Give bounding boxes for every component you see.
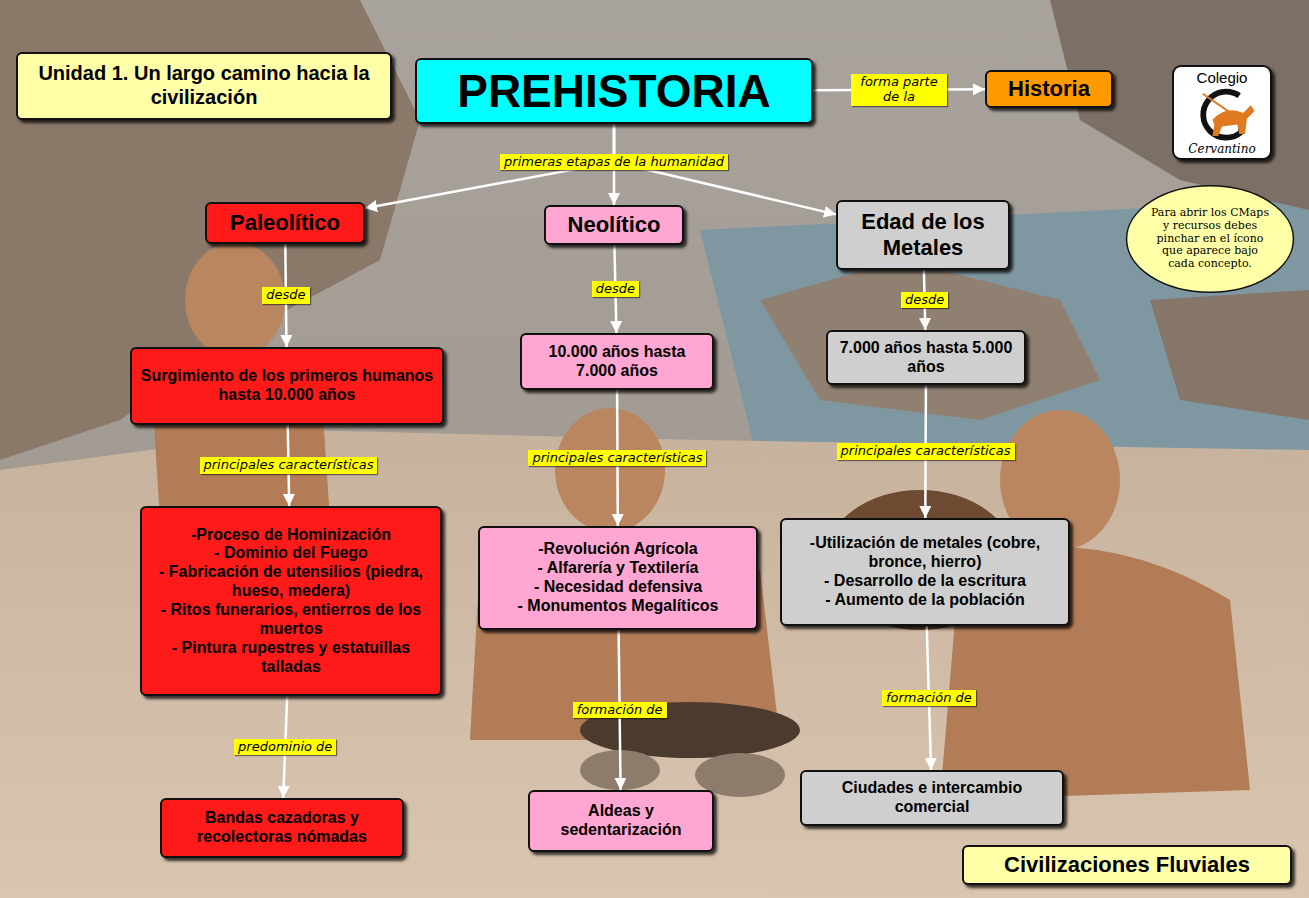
period-box: 10.000 años hasta 7.000 años xyxy=(520,333,714,390)
node-text: - Monumentos Megalíticos xyxy=(518,597,719,616)
node-text: PREHISTORIA xyxy=(457,64,771,118)
node-text: Neolítico xyxy=(568,212,661,238)
node-text: Paleolítico xyxy=(230,210,340,236)
ellipse-shape xyxy=(1127,186,1294,292)
edge-label: principales características xyxy=(200,457,378,474)
edge-label: desde xyxy=(901,292,948,309)
node-text: Surgimiento de los primeros humanos hast… xyxy=(140,367,434,405)
node-text: Bandas cazadoras y recolectoras nómadas xyxy=(170,809,394,847)
edge-label: principales características xyxy=(528,450,706,467)
node-text: Cervantino xyxy=(1188,142,1255,156)
stage-box: Edad de los Metales xyxy=(836,200,1010,270)
node-text: -Revolución Agrícola xyxy=(538,540,697,559)
edge-label: forma parte de la xyxy=(851,74,947,106)
node-text: 7.000 años hasta 5.000 años xyxy=(836,339,1016,377)
logo-lance xyxy=(1203,94,1234,115)
node-text: - Dominio del Fuego xyxy=(214,544,368,563)
unit-title-box: Unidad 1. Un largo camino hacia la civil… xyxy=(16,52,392,120)
edge-label: primeras etapas de la humanidad xyxy=(500,154,728,171)
node-text: Edad de los Metales xyxy=(846,209,1000,261)
node-text: - Fabricación de utensilios (piedra, hue… xyxy=(150,563,432,601)
period-box: 7.000 años hasta 5.000 años xyxy=(826,330,1026,385)
edge-label: formación de xyxy=(573,702,667,719)
outcome-box: Ciudades e intercambio comercial xyxy=(800,770,1064,826)
edge-label: desde xyxy=(592,281,639,298)
sea xyxy=(700,200,1309,470)
features-box: -Proceso de Hominización- Dominio del Fu… xyxy=(140,506,442,696)
node-text: Aldeas y sedentarización xyxy=(538,802,704,840)
node-text: Para abrir los CMaps y recursos debes pi… xyxy=(1148,207,1272,272)
note-ellipse: Para abrir los CMaps y recursos debes pi… xyxy=(1124,183,1296,295)
node-text: 10.000 años hasta 7.000 años xyxy=(530,343,704,381)
node-text: Civilizaciones Fluviales xyxy=(1004,852,1250,878)
node-text: - Necesidad defensiva xyxy=(534,578,702,597)
stage-box: Neolítico xyxy=(544,205,684,245)
rock-right xyxy=(1150,290,1309,420)
logo-horse xyxy=(1212,105,1254,136)
edge-label: principales características xyxy=(837,443,1015,460)
node-text: Ciudades e intercambio comercial xyxy=(810,779,1054,817)
node-text: - Pintura rupestres y estatuillas tallad… xyxy=(150,639,432,677)
node-text: -Proceso de Hominización xyxy=(191,526,391,545)
node-text: Historia xyxy=(1008,76,1090,102)
edge-label: predominio de xyxy=(234,739,336,756)
stage-box: Paleolítico xyxy=(205,202,365,244)
node-text: - Alfarería y Textilería xyxy=(538,559,699,578)
outcome-box: Aldeas y sedentarización xyxy=(528,790,714,852)
node-text: -Utilización de metales (cobre, bronce, … xyxy=(790,534,1060,572)
node-text: Colegio xyxy=(1197,69,1248,87)
rock-middle xyxy=(760,260,1100,420)
figure-head xyxy=(555,408,665,532)
features-box: -Revolución Agrícola- Alfarería y Textil… xyxy=(478,526,758,630)
node-text: - Desarrollo de la escritura xyxy=(824,572,1026,591)
node-text: - Ritos funerarios, entierros de los mue… xyxy=(150,601,432,639)
outcome-box: Bandas cazadoras y recolectoras nómadas xyxy=(160,798,404,858)
edge-label: formación de xyxy=(882,690,976,707)
features-box: -Utilización de metales (cobre, bronce, … xyxy=(780,518,1070,626)
node-text: - Aumento de la población xyxy=(825,591,1024,610)
main-concept-box: PREHISTORIA xyxy=(415,58,813,124)
concept-box: Historia xyxy=(985,70,1113,108)
node-text: Unidad 1. Un largo camino hacia la civil… xyxy=(26,62,382,109)
link-box: Civilizaciones Fluviales xyxy=(962,845,1292,885)
period-box: Surgimiento de los primeros humanos hast… xyxy=(130,347,444,425)
school-logo: ColegioCervantino xyxy=(1172,65,1272,160)
edge-label: desde xyxy=(262,287,309,304)
